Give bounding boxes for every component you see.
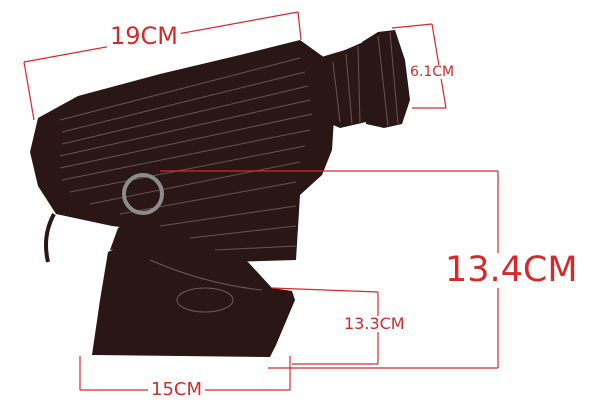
total-height-label: 13.4CM [443,250,580,290]
base-height-top [271,287,379,293]
projector-base [92,232,295,357]
base-height-label: 13.3CM [342,314,407,333]
projector-lens-front [362,30,410,128]
projector-body [30,40,335,262]
power-cable [44,213,56,263]
base-detail [149,259,263,313]
base-width-label: 15CM [148,381,206,399]
lens-diameter-label: 6.1CM [410,64,455,80]
dimension-lines [23,11,499,391]
length-tick-right [297,11,302,41]
length-tick-left [23,61,35,121]
body-fins [59,31,399,251]
length-label: 19CM [107,24,182,48]
tilt-knob-ring [122,173,164,215]
projector-lens-barrel [318,40,368,128]
lens-dimension-top [391,23,433,29]
projector-illustration [30,30,410,357]
